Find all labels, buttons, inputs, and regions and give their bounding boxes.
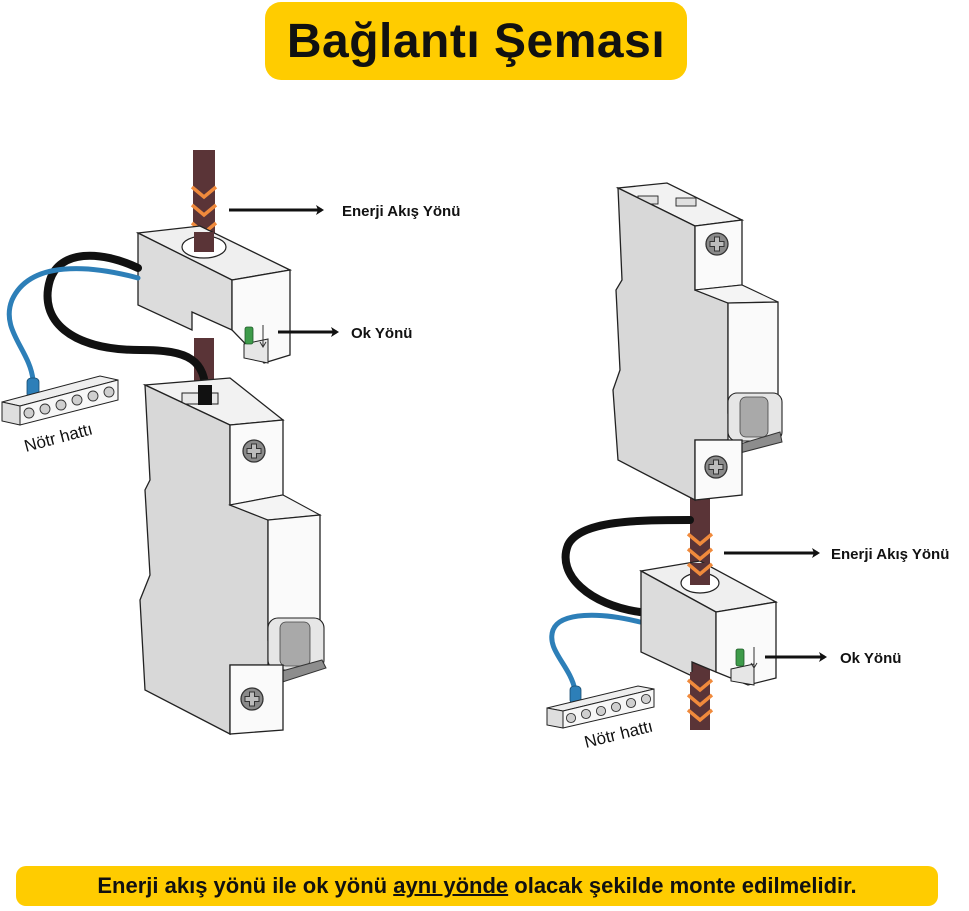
direction-arrow-icon <box>750 647 758 669</box>
instruction-part-2: olacak şekilde monte edilmelidir. <box>508 873 857 898</box>
direction-indicator-led <box>244 326 254 345</box>
instruction-emphasis: aynı yönde <box>393 873 509 898</box>
neutral-cable-blue <box>549 612 643 693</box>
circuit-breaker-right <box>612 182 783 502</box>
direction-arrow-icon <box>259 325 267 348</box>
right-diagram: Nötr hattı Enerji Akış Yönü Ok Yönü <box>546 182 949 752</box>
instruction-banner: Enerji akış yönü ile ok yönü aynı yönde … <box>16 866 938 906</box>
power-cable-black <box>43 251 210 399</box>
arrow-direction-label-right: Ok Yönü <box>840 650 901 667</box>
energy-flow-label-left: Enerji Akış Yönü <box>342 203 460 220</box>
neutral-label-right: Nötr hattı <box>582 717 654 752</box>
neutral-terminal-bar-left <box>1 375 119 426</box>
circuit-breaker-left <box>139 377 327 736</box>
arrow-direction-label-left: Ok Yönü <box>351 325 412 342</box>
neutral-terminal-bar-right <box>546 685 655 729</box>
neutral-label-left: Nötr hattı <box>22 419 94 455</box>
title-banner: Bağlantı Şeması <box>265 2 687 80</box>
instruction-part-1: Enerji akış yönü ile ok yönü <box>97 873 394 898</box>
current-sensor-right <box>639 560 778 686</box>
instruction-text: Enerji akış yönü ile ok yönü aynı yönde … <box>97 873 856 899</box>
direction-indicator-led <box>735 648 745 667</box>
energy-flow-label-right: Enerji Akış Yönü <box>831 546 949 563</box>
left-diagram: Nötr hattı Enerji Akış Yönü Ok Yönü <box>1 150 460 736</box>
power-cable-black <box>561 516 694 616</box>
neutral-cable-blue <box>6 266 141 383</box>
current-sensor-left <box>135 225 293 364</box>
page-title: Bağlantı Şeması <box>286 14 666 68</box>
